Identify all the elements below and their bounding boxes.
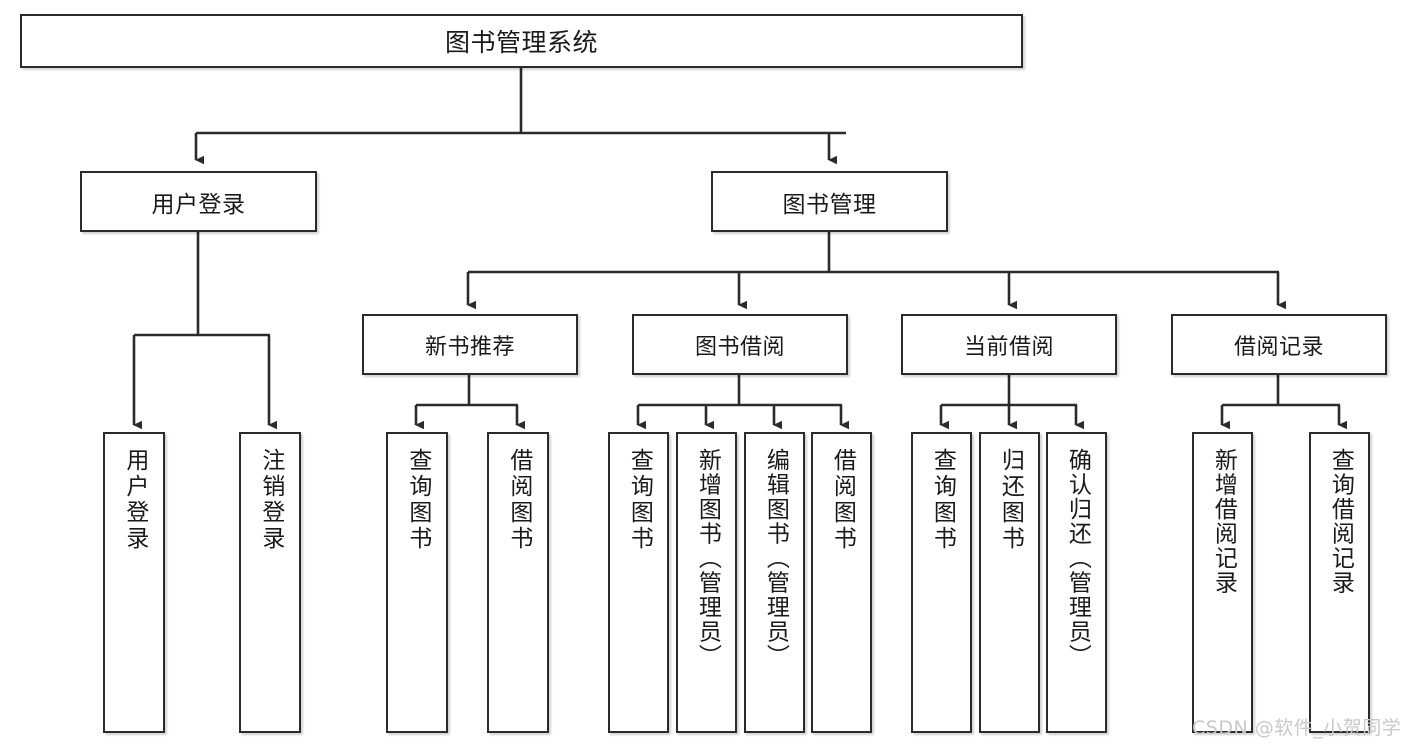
leaf-new-book-query-book[interactable]: 查询图书 <box>386 432 448 733</box>
node-label: 注销登录 <box>257 448 284 552</box>
node-label: 图书借阅 <box>694 334 785 360</box>
node-label: 新书推荐 <box>424 334 515 360</box>
leaf-book-borrow-add-book-admin[interactable]: 新增图书（管理员） <box>676 432 737 733</box>
node-label: 归还图书 <box>997 448 1024 552</box>
leaf-new-book-borrow-book[interactable]: 借阅图书 <box>487 432 549 733</box>
leaf-book-borrow-edit-book-admin[interactable]: 编辑图书（管理员） <box>744 432 805 733</box>
node-label: 新增图书（管理员） <box>694 448 721 669</box>
node-label: 用户登录 <box>151 191 246 218</box>
leaf-book-borrow-borrow-book[interactable]: 借阅图书 <box>811 432 872 733</box>
node-label: 查询借阅记录 <box>1327 448 1354 595</box>
leaf-user-login-signout[interactable]: 注销登录 <box>239 432 301 733</box>
node-label: 借阅图书 <box>829 448 856 552</box>
node-current-borrow[interactable]: 当前借阅 <box>901 314 1117 375</box>
node-label: 借阅图书 <box>505 448 532 552</box>
node-new-book-recommend[interactable]: 新书推荐 <box>362 314 578 375</box>
node-label: 借阅记录 <box>1233 334 1324 360</box>
node-label: 查询图书 <box>929 448 956 552</box>
node-label: 图书管理 <box>782 191 877 218</box>
leaf-current-borrow-query-book[interactable]: 查询图书 <box>911 432 972 733</box>
node-label: 新增借阅记录 <box>1210 448 1237 595</box>
node-label: 查询图书 <box>404 448 431 552</box>
node-book-borrow[interactable]: 图书借阅 <box>632 314 848 375</box>
node-label: 图书管理系统 <box>444 28 598 57</box>
leaf-current-borrow-return-book[interactable]: 归还图书 <box>979 432 1040 733</box>
leaf-book-borrow-query-book[interactable]: 查询图书 <box>608 432 669 733</box>
node-borrow-record[interactable]: 借阅记录 <box>1171 314 1387 375</box>
leaf-user-login-signin[interactable]: 用户登录 <box>103 432 165 733</box>
node-label: 编辑图书（管理员） <box>762 448 789 669</box>
leaf-current-borrow-confirm-return-admin[interactable]: 确认归还（管理员） <box>1046 432 1107 733</box>
node-label: 确认归还（管理员） <box>1064 448 1091 669</box>
node-label: 用户登录 <box>121 448 148 552</box>
node-root-book-management-system[interactable]: 图书管理系统 <box>20 14 1023 68</box>
csdn-watermark: CSDN @软件_小贺同学 <box>1192 717 1402 739</box>
node-label: 查询图书 <box>626 448 653 552</box>
leaf-borrow-record-query-record[interactable]: 查询借阅记录 <box>1309 432 1370 733</box>
leaf-borrow-record-add-record[interactable]: 新增借阅记录 <box>1192 432 1253 733</box>
node-user-login[interactable]: 用户登录 <box>80 171 317 232</box>
node-book-management[interactable]: 图书管理 <box>711 171 948 232</box>
node-label: 当前借阅 <box>963 334 1054 360</box>
